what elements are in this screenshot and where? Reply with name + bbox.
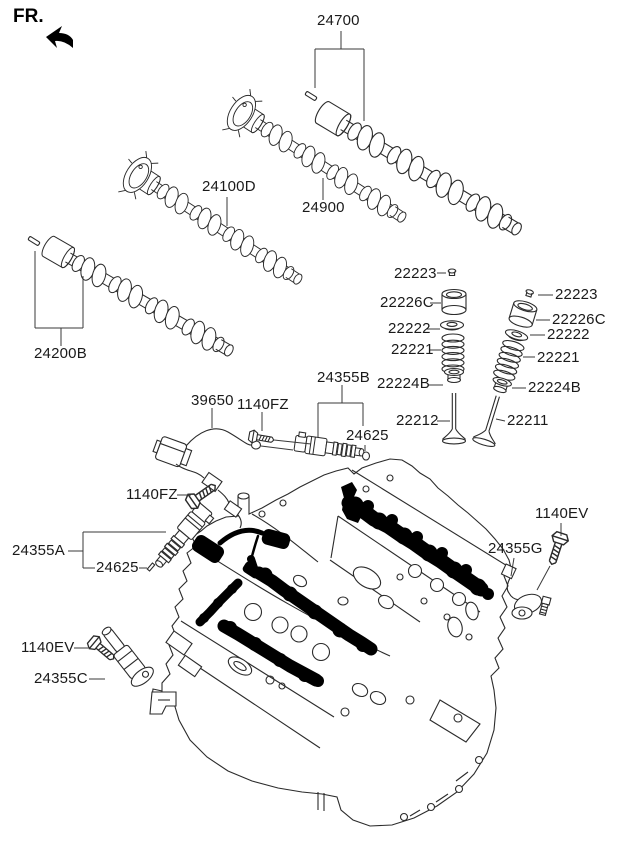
part-label-22222-left: 22222 xyxy=(388,320,431,337)
part-label-24355C: 24355C xyxy=(34,670,88,687)
part-label-22211: 22211 xyxy=(507,412,549,429)
leader-lines xyxy=(34,31,562,680)
part-label-22221-left: 22221 xyxy=(391,341,434,358)
part-label-22212: 22212 xyxy=(396,412,439,429)
part-label-39650: 39650 xyxy=(191,392,234,409)
part-label-1140EV-right: 1140EV xyxy=(535,505,589,522)
part-label-22226C-left: 22226C xyxy=(380,294,434,311)
part-label-1140FZ-left: 1140FZ xyxy=(126,486,178,503)
engine-block xyxy=(149,458,512,827)
part-label-22222-right: 22222 xyxy=(547,326,590,343)
harness xyxy=(152,428,294,529)
sensor-right xyxy=(500,563,552,620)
part-label-24700: 24700 xyxy=(317,12,360,29)
part-label-24200B: 24200B xyxy=(34,345,87,362)
oring-left xyxy=(146,562,156,572)
bolt-1140ev-right xyxy=(543,530,571,568)
part-label-24355G: 24355G xyxy=(488,540,543,557)
part-label-22226C-right: 22226C xyxy=(552,311,606,328)
valve-keeper-icon xyxy=(447,268,457,277)
front-direction-arrow xyxy=(46,26,73,48)
part-label-1140EV-left: 1140EV xyxy=(21,639,75,656)
oring-top xyxy=(361,451,371,461)
part-label-24355A: 24355A xyxy=(12,542,65,559)
camshaft-bottom-left xyxy=(27,232,239,364)
part-label-24900: 24900 xyxy=(302,199,345,216)
part-label-24625-top: 24625 xyxy=(346,427,389,444)
part-label-1140FZ-top: 1140FZ xyxy=(237,396,289,413)
part-label-22223-right: 22223 xyxy=(555,286,598,303)
camshaft-middle xyxy=(109,144,308,292)
part-label-22221-right: 22221 xyxy=(537,349,580,366)
part-label-24625-left: 24625 xyxy=(96,559,139,576)
part-label-22224B-left: 22224B xyxy=(377,375,430,392)
part-label-22224B-right: 22224B xyxy=(528,379,581,396)
sensor-bottom-left xyxy=(101,626,154,687)
part-label-24100D: 24100D xyxy=(202,178,256,195)
part-label-24355B: 24355B xyxy=(317,369,370,386)
front-marker-label: FR. xyxy=(13,6,44,27)
part-label-22223-left: 22223 xyxy=(394,265,437,282)
valve-stack-left xyxy=(439,268,467,445)
